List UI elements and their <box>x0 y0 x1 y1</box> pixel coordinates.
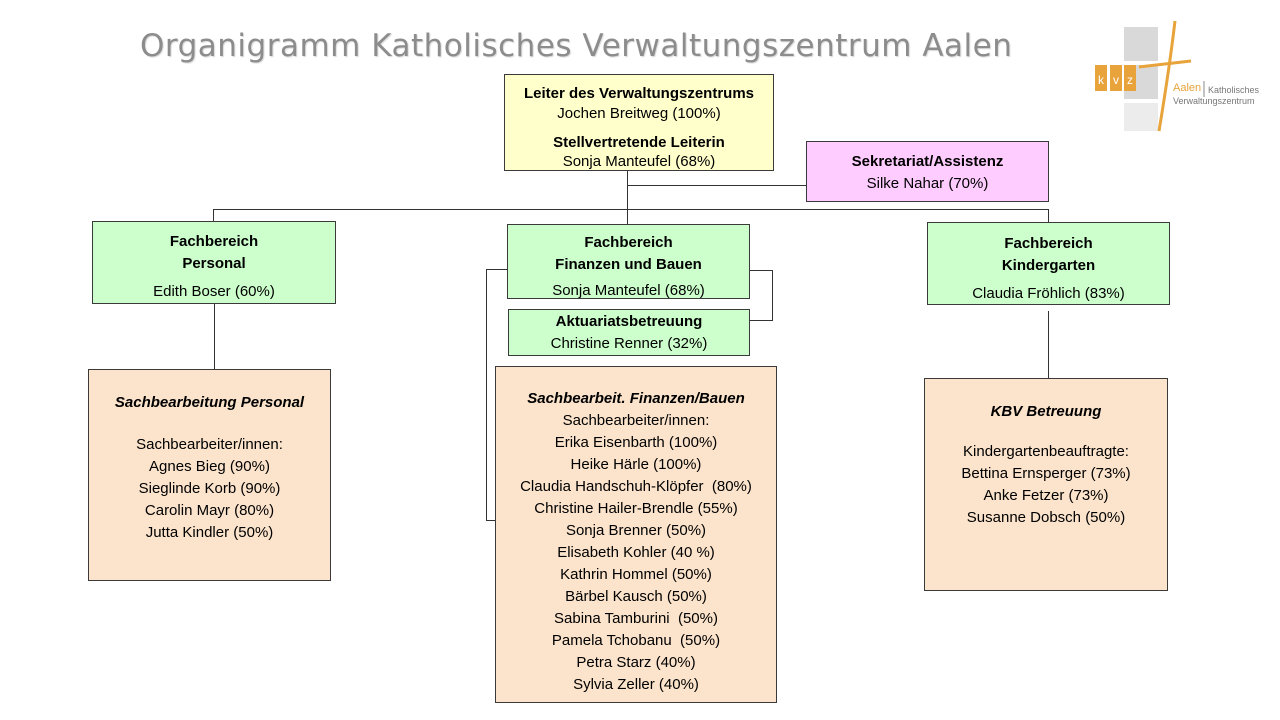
fachbereich-kindergarten-name: Claudia Fröhlich (83%) <box>972 285 1125 302</box>
logo-city: Aalen <box>1173 82 1201 94</box>
finanzen-member: Petra Starz (40%) <box>576 654 696 671</box>
sachbearbeitung-personal-box: Sachbearbeitung Personal Sachbearbeiter/… <box>88 369 331 581</box>
fachbereich-personal-heading-1: Fachbereich <box>169 233 259 250</box>
fachbereich-finanzen-heading-2: Finanzen und Bauen <box>555 256 702 273</box>
finanzen-member: Sabina Tamburini (50%) <box>554 610 718 627</box>
connector-leitung-down <box>627 171 628 211</box>
connector-sekretariat <box>627 185 807 186</box>
kbv-member: Anke Fetzer (73%) <box>983 487 1109 504</box>
kbv-betreuung-box: KBV Betreuung Kindergartenbeauftragte: B… <box>924 378 1168 591</box>
aktuariat-name: Christine Renner (32%) <box>550 335 708 352</box>
logo-letter-k: k <box>1098 73 1105 87</box>
connector-to-personal <box>213 209 214 221</box>
finanzen-member: Sonja Brenner (50%) <box>565 522 707 539</box>
connector-personal-down <box>214 303 215 369</box>
finanzen-member: Heike Härle (100%) <box>570 456 702 473</box>
kbv-betreuung-heading: KBV Betreuung <box>990 403 1102 420</box>
fachbereich-kindergarten-box: Fachbereich Kindergarten Claudia Fröhlic… <box>927 222 1170 305</box>
connector-finanzen-left-top <box>486 269 507 270</box>
fachbereich-personal-heading-2: Personal <box>182 255 246 272</box>
page-title: Organigramm Katholisches Verwaltungszent… <box>140 28 1013 64</box>
connector-kindergarten-down <box>1048 311 1049 378</box>
stellvertretung-name: Sonja Manteufel (68%) <box>562 153 716 170</box>
sekretariat-box: Sekretariat/Assistenz Silke Nahar (70%) <box>806 141 1049 202</box>
fachbereich-personal-name: Edith Boser (60%) <box>153 283 275 300</box>
fachbereich-kindergarten-heading-2: Kindergarten <box>1001 257 1096 274</box>
logo-line2: Verwaltungszentrum <box>1173 96 1255 106</box>
kbv-member: Susanne Dobsch (50%) <box>966 509 1126 526</box>
personal-member: Carolin Mayr (80%) <box>144 502 275 519</box>
logo-line1: Katholisches <box>1208 85 1260 95</box>
sachbearbeitung-finanzen-subheading: Sachbearbeiter/innen: <box>562 412 710 429</box>
connector-finanzen-left-bottom <box>486 520 496 521</box>
personal-member: Jutta Kindler (50%) <box>145 524 274 541</box>
kbv-member: Bettina Ernsperger (73%) <box>961 465 1131 482</box>
finanzen-member: Claudia Handschuh-Klöpfer (80%) <box>520 478 752 495</box>
logo-letter-v: v <box>1113 73 1119 87</box>
kbv-betreuung-subheading: Kindergartenbeauftragte: <box>963 443 1129 460</box>
aktuariat-heading: Aktuariatsbetreuung <box>555 313 703 330</box>
kvz-logo: k v z Aalen Katholisches Verwaltungszent… <box>1087 15 1263 136</box>
sekretariat-heading: Sekretariat/Assistenz <box>851 153 1004 170</box>
connector-aktuariat-bottom <box>749 320 773 321</box>
connector-to-kindergarten <box>1048 209 1049 222</box>
sachbearbeitung-personal-heading: Sachbearbeitung Personal <box>114 394 305 411</box>
personal-member: Sieglinde Korb (90%) <box>138 480 281 497</box>
finanzen-member: Bärbel Kausch (50%) <box>565 588 707 605</box>
finanzen-member: Sylvia Zeller (40%) <box>573 676 699 693</box>
fachbereich-finanzen-box: Fachbereich Finanzen und Bauen Sonja Man… <box>507 224 750 299</box>
fachbereich-finanzen-heading-1: Fachbereich <box>584 234 673 251</box>
connector-aktuariat-vertical <box>772 270 773 321</box>
sachbearbeitung-personal-subheading: Sachbearbeiter/innen: <box>136 436 283 453</box>
personal-member: Agnes Bieg (90%) <box>149 458 270 475</box>
finanzen-member: Pamela Tchobanu (50%) <box>551 632 721 649</box>
fachbereich-kindergarten-heading-1: Fachbereich <box>1004 235 1093 252</box>
logo-letter-z: z <box>1127 73 1133 87</box>
finanzen-member: Kathrin Hommel (50%) <box>560 566 712 583</box>
leitung-heading: Leiter des Verwaltungszentrums <box>523 85 755 102</box>
sekretariat-name: Silke Nahar (70%) <box>866 175 989 192</box>
fachbereich-personal-box: Fachbereich Personal Edith Boser (60%) <box>92 221 336 304</box>
finanzen-member: Elisabeth Kohler (40 %) <box>557 544 715 561</box>
connector-finanzen-left-vertical <box>486 269 487 521</box>
finanzen-member: Erika Eisenbarth (100%) <box>554 434 718 451</box>
sachbearbeitung-finanzen-box: Sachbearbeit. Finanzen/Bauen Sachbearbei… <box>495 366 777 703</box>
connector-horizontal-bus <box>213 209 1049 210</box>
logo-graphic: k v z Aalen Katholisches Verwaltungszent… <box>1095 20 1260 132</box>
fachbereich-finanzen-name: Sonja Manteufel (68%) <box>552 282 705 299</box>
connector-to-finanzen <box>627 209 628 224</box>
leitung-box: Leiter des Verwaltungszentrums Jochen Br… <box>504 74 774 171</box>
finanzen-member: Christine Hailer-Brendle (55%) <box>534 500 738 517</box>
connector-aktuariat-top <box>749 270 773 271</box>
sachbearbeitung-finanzen-heading: Sachbearbeit. Finanzen/Bauen <box>527 390 745 407</box>
stellvertretung-heading: Stellvertretende Leiterin <box>553 134 725 151</box>
aktuariat-box: Aktuariatsbetreuung Christine Renner (32… <box>508 309 750 356</box>
leitung-name: Jochen Breitweg (100%) <box>557 105 721 122</box>
